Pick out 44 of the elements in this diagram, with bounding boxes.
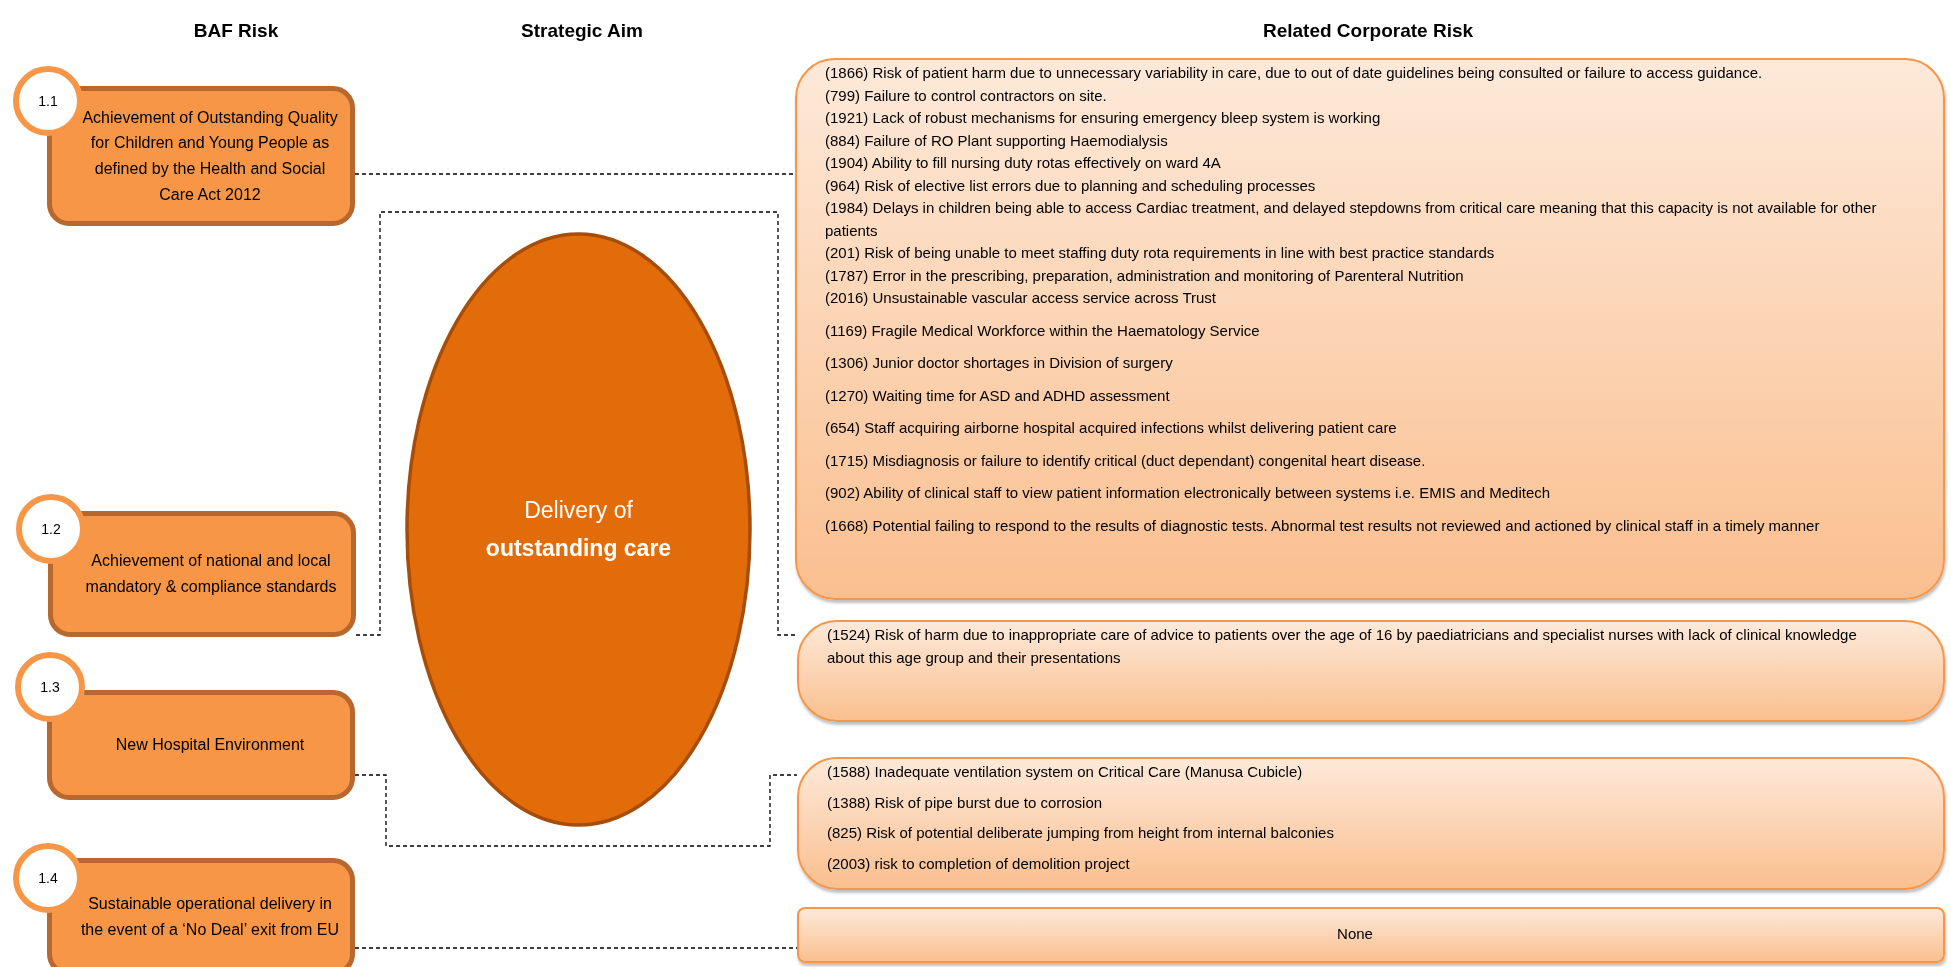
risk-item-text: (1715) Misdiagnosis or failure to identify critical (duct dependant) congenital heart disease. bbox=[825, 450, 1427, 471]
risk-item-text: (964) Risk of elective list errors due to planning and scheduling processes bbox=[825, 175, 1317, 196]
risk-item-text: (1668) Potential failing to respond to the results of diagnostic tests. Abnormal test results not reviewed and actioned by clinical staff in a timely manner bbox=[825, 515, 1821, 536]
corporate-risk-box bbox=[797, 907, 1945, 963]
dashed-connector bbox=[354, 774, 798, 847]
risk-item-text: None bbox=[1337, 923, 1373, 944]
risk-box bbox=[47, 690, 355, 800]
strategic-aim-ellipse bbox=[405, 232, 752, 827]
column-heading: BAF Risk bbox=[193, 20, 279, 42]
column-heading: Related Corporate Risk bbox=[1262, 20, 1474, 42]
risk-item-text: (1306) Junior doctor shortages in Division of surgery bbox=[825, 353, 1174, 373]
box-label: Sustainable operational delivery in the event of a ‘No Deal’ exit from EU bbox=[79, 894, 341, 940]
risk-item-text: (1787) Error in the prescribing, preparation, administration and monitoring of Parenteral Nutrition bbox=[825, 265, 1465, 286]
risk-item-text: (884) Failure of RO Plant supporting Haemodialysis bbox=[825, 130, 1169, 151]
risk-item-text: (1904) Ability to fill nursing duty rotas effectively on ward 4A bbox=[825, 153, 1222, 173]
number-label: 1.3 bbox=[40, 679, 60, 695]
corporate-risk-box bbox=[795, 58, 1945, 600]
risk-item-text: (1524) Risk of harm due to inappropriate care of advice to patients over the age of 16 by paediatricians and specialist nurses with lack of clinical knowledge about this age group and their presentations bbox=[827, 625, 1858, 668]
risk-item-text: (2016) Unsustainable vascular access service across Trust bbox=[825, 288, 1217, 308]
column-heading: Strategic Aim bbox=[521, 20, 643, 42]
risk-item-text: (1169) Fragile Medical Workforce within the Haematology Service bbox=[825, 320, 1261, 341]
number-label: 1.1 bbox=[38, 93, 58, 109]
box-label: Delivery of outstanding care bbox=[484, 495, 673, 563]
dashed-connector bbox=[355, 211, 798, 636]
risk-item-text: (201) Risk of being unable to meet staffing duty rota requirements in line with best practice standards bbox=[825, 243, 1496, 263]
number-label: 1.4 bbox=[38, 870, 58, 886]
risk-item-text: (654) Staff acquiring airborne hospital acquired infections whilst delivering patient care bbox=[825, 418, 1398, 438]
number-label: 1.2 bbox=[41, 521, 61, 537]
risk-item-text: (1921) Lack of robust mechanisms for ensuring emergency bleep system is working bbox=[825, 108, 1382, 128]
corporate-risk-box bbox=[797, 620, 1945, 722]
risk-item-text: (1866) Risk of patient harm due to unnecessary variability in care, due to out of date guidelines being consulted or failure to access guidance. bbox=[825, 63, 1764, 83]
risk-item-text: (1588) Inadequate ventilation system on Critical Care (Manusa Cubicle) bbox=[827, 762, 1304, 782]
box-label: New Hospital Environment bbox=[115, 735, 305, 756]
risk-item-text: (825) Risk of potential deliberate jumping from height from internal balconies bbox=[827, 823, 1335, 843]
risk-item-text: (2003) risk to completion of demolition project bbox=[827, 853, 1131, 874]
corporate-risk-box bbox=[797, 757, 1945, 890]
dashed-connector bbox=[354, 173, 796, 175]
box-label: Achievement of Outstanding Quality for Children and Young People as defined by the Health and Social Care Act 2012 bbox=[81, 107, 339, 205]
risk-item-text: (799) Failure to control contractors on site. bbox=[825, 85, 1108, 106]
box-label: Achievement of national and local mandatory & compliance standards bbox=[84, 551, 338, 597]
risk-item-text: (902) Ability of clinical staff to view patient information electronically between systems i.e. EMIS and Meditech bbox=[825, 483, 1552, 503]
risk-item-text: (1984) Delays in children being able to access Cardiac treatment, and delayed stepdowns from critical care meaning that this capacity is not available for other patients bbox=[825, 198, 1878, 241]
risk-item-text: (1270) Waiting time for ASD and ADHD assessment bbox=[825, 385, 1171, 406]
risk-item-text: (1388) Risk of pipe burst due to corrosion bbox=[827, 792, 1104, 813]
